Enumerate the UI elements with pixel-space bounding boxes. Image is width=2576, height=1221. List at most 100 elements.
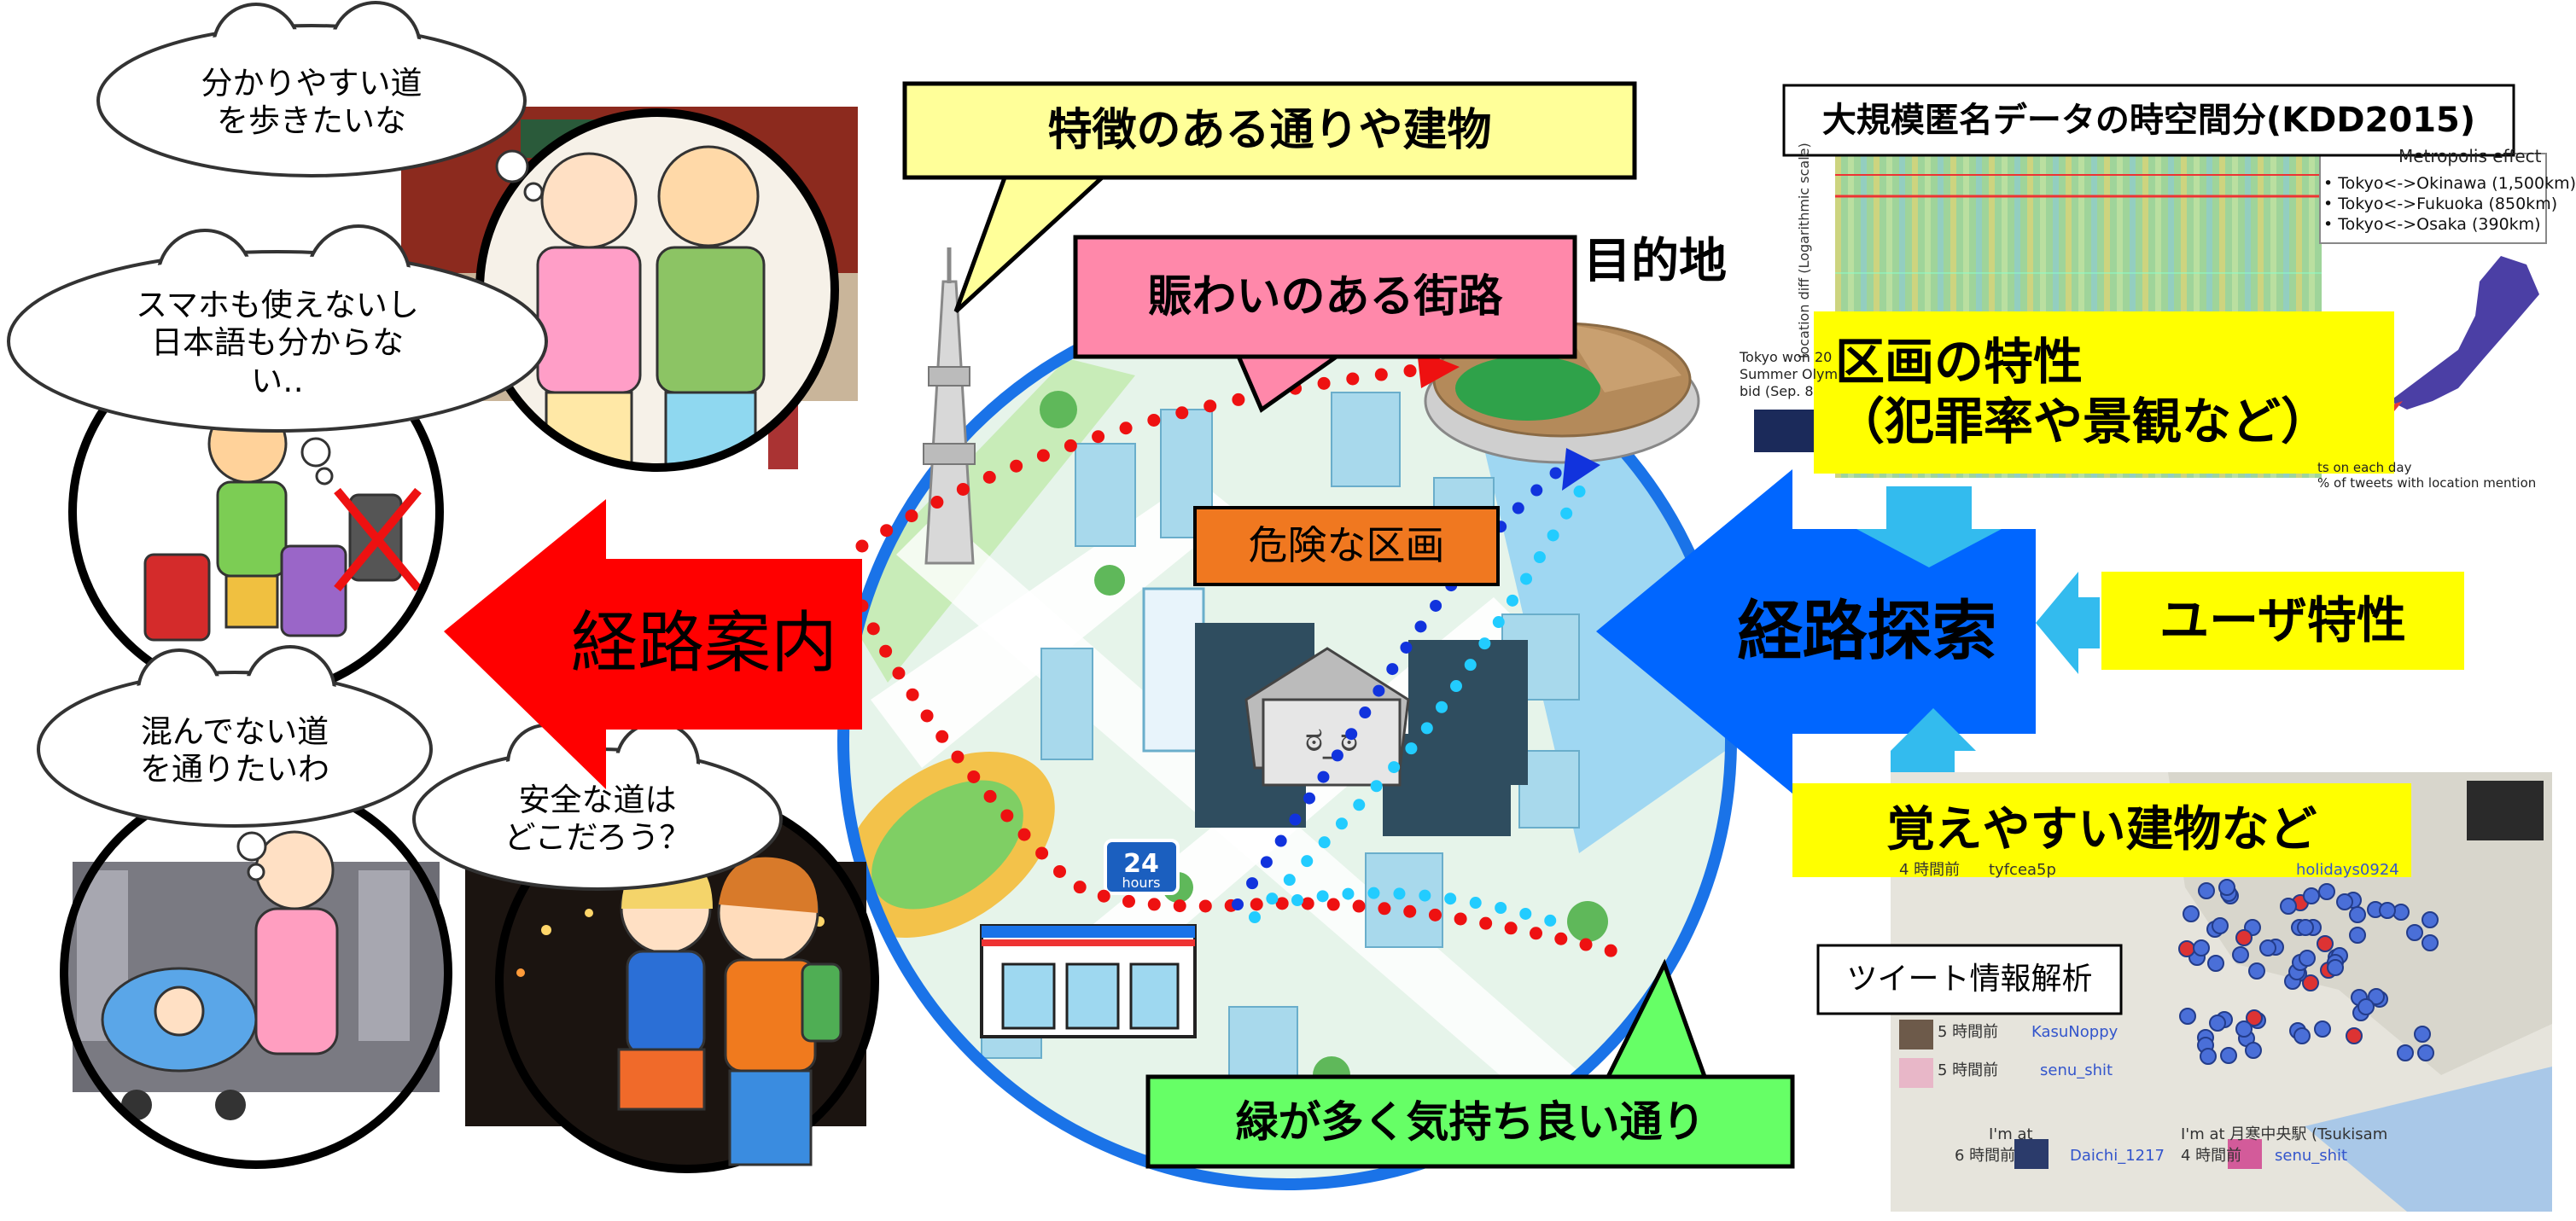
kdd-heat-stripe [2168, 124, 2174, 478]
japan-map-icon [2390, 256, 2539, 410]
map-pin-icon [2422, 934, 2439, 951]
badge-unit: hours [1122, 875, 1161, 891]
kdd-heat-stripe [2194, 124, 2200, 478]
tweet-analysis-label: ツイート情報解析 [1846, 962, 2093, 997]
kdd-heat-stripe [1861, 124, 1867, 478]
convenience-store-icon [980, 924, 1197, 1038]
map-pin-icon [2293, 1027, 2311, 1044]
map-pin-icon [2220, 1047, 2237, 1064]
kdd-heat-stripe [2309, 124, 2315, 478]
kdd-heat-stripe [2040, 124, 2046, 478]
connector-from-zone [1856, 476, 2002, 567]
map-pin-icon [2212, 917, 2229, 934]
map-pin-icon [2417, 1044, 2434, 1061]
connector-from-user [2036, 572, 2100, 674]
kdd-heat-stripe [2232, 124, 2238, 478]
user-avatar-4 [2228, 1139, 2262, 1169]
kdd-heat-stripe [2130, 124, 2136, 478]
kdd-heat-stripe [2117, 124, 2123, 478]
kdd-legend-entry-1: • Tokyo<->Fukuoka (850km) [2323, 195, 2558, 213]
map-pin-icon [2327, 959, 2344, 976]
map-pin-icon [2183, 905, 2200, 922]
map-pin-icon [2259, 939, 2276, 956]
tweet-analysis-box [1816, 944, 2123, 1015]
route-guidance-arrow [444, 499, 862, 789]
route-arrowhead-red [1417, 350, 1460, 388]
busy-street-callout [1073, 235, 1577, 359]
map-label-5: 5 時間前 [1938, 1061, 1999, 1079]
map-pin-icon [2198, 882, 2215, 899]
kdd-heat-stripe [1976, 124, 1982, 478]
map-pin-icon [2235, 1020, 2253, 1038]
tweets-note-line-0: ts on each day [2317, 460, 2412, 475]
map-pin-icon [2357, 998, 2375, 1015]
dangerous-area-label: 危険な区画 [1248, 522, 1445, 569]
run-down-houses-icon: ಠ_ಠ [1195, 623, 1528, 836]
route-blue [1232, 455, 1576, 910]
kdd-heat-stripe [2002, 124, 2008, 478]
kdd-heat-stripe [1912, 124, 1918, 478]
map-pins [2178, 879, 2439, 1065]
kdd-heat-stripe [1848, 124, 1854, 478]
route-cyan [1249, 472, 1594, 923]
kdd-heat-stripe [2206, 124, 2212, 478]
map-pin-icon [2346, 1027, 2363, 1044]
kdd-heat-stripe [2181, 124, 2187, 478]
connector-arrows [1827, 476, 2100, 776]
office-tower [1142, 587, 1205, 753]
map-pin-icon [2200, 1048, 2217, 1065]
olympic-photo [1754, 410, 1818, 452]
map-pin-icon [2248, 962, 2265, 980]
elderly-couple-photo [401, 107, 858, 472]
map-pin-icon [2318, 883, 2335, 900]
map-label-1: tyfcea5p [1989, 861, 2056, 879]
map-pin-icon [2422, 911, 2439, 928]
kdd-title: 大規模匿名データの時空間分(KDD2015) [1821, 101, 2476, 140]
tweets-note-line-1: % of tweets with location mention [2317, 475, 2537, 491]
route-paths [855, 350, 1637, 962]
olympic-note-line-2: bid (Sep. 8 [1740, 383, 1814, 399]
stadium-icon [1424, 322, 1700, 464]
map-label-9: 6 時間前 [1955, 1147, 2016, 1165]
map-pin-icon [2303, 887, 2320, 904]
kdd-heat-stripe [2283, 124, 2289, 478]
map-pin-icon [2245, 1042, 2262, 1059]
thought-bubble-easy-road [96, 1, 544, 202]
kdd-legend-entry-2: • Tokyo<->Osaka (390km) [2323, 215, 2541, 234]
badge-number: 24 [1123, 849, 1159, 879]
thought-bubble-not-crowded [37, 645, 433, 881]
kdd-heat-stripe [1886, 124, 1892, 478]
map-pin-icon [2179, 1008, 2196, 1025]
connector-from-buildings [1827, 708, 1976, 776]
kdd-heat-stripe [2053, 124, 2059, 478]
svg-text:ಠ_ಠ: ಠ_ಠ [1305, 720, 1358, 759]
kdd-heat-stripe [2066, 124, 2072, 478]
olympic-note-line-1: Summer Olym [1740, 366, 1839, 382]
map-pin-icon [2299, 950, 2316, 967]
user-characteristics-label: ユーザ特性 [2159, 590, 2406, 649]
zone-characteristics-box [1814, 311, 2394, 474]
map-label-0: 4 時間前 [1899, 861, 1961, 879]
kdd-heat-stripe [2258, 124, 2264, 478]
bubble-smartphone-text: スマホも使えないし 日本語も分からな い‥ [136, 286, 419, 399]
busy-street-label: 賑わいのある街路 [1147, 270, 1503, 323]
kdd-heat-stripe [2296, 124, 2302, 478]
map-pin-icon [2193, 939, 2210, 956]
route-dangerous [855, 599, 1637, 962]
thought-bubble-safe-road [412, 721, 783, 891]
map-pin-icon [2207, 955, 2224, 972]
zone-characteristics-label: 区画の特性 （犯罪率や景観など） [1835, 333, 2331, 451]
thought-bubble-smartphone [7, 224, 548, 485]
map-pin-icon [2218, 879, 2235, 896]
map-pin-icon [2414, 1026, 2431, 1043]
kdd-heat-stripe [2027, 124, 2033, 478]
kdd-heat-stripe [2104, 124, 2110, 478]
bubble-not-crowded-text: 混んでない道 を通りたいわ [140, 712, 329, 788]
kdd-heat-stripe [1899, 124, 1905, 478]
kdd-heat-stripe [1925, 124, 1931, 478]
map-pin-icon [2349, 906, 2366, 923]
featured-streets-label: 特徴のある通りや建物 [1047, 104, 1492, 156]
featured-streets-callout [902, 81, 1637, 180]
destination-label: 目的地 [1583, 234, 1727, 289]
